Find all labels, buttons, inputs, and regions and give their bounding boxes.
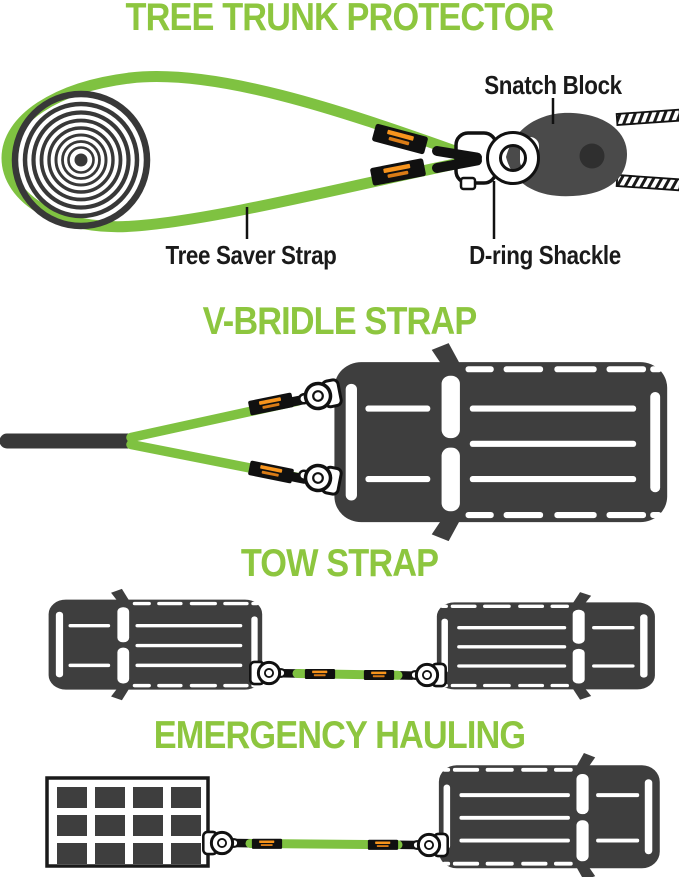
tree-log [11, 90, 151, 230]
shackle-ring [487, 132, 539, 184]
strap-brand-tag [363, 669, 395, 681]
v-bridle-illustration [0, 343, 668, 542]
winch-rope [615, 108, 679, 192]
truck-top-view [48, 588, 263, 701]
emergency-hauling-illustration [45, 753, 660, 877]
section-title-tow-strap: TOW STRAP [240, 542, 439, 585]
tow-strap-illustration [48, 588, 655, 701]
shackle-icon [248, 660, 287, 686]
strap-black-end [432, 146, 482, 163]
strap-brand-tag [251, 838, 283, 849]
section-title-emergency-hauling: EMERGENCY HAULING [153, 714, 526, 757]
shackle-ring-outline [486, 131, 540, 185]
truck-top-view [436, 592, 655, 700]
shackle-icon [409, 662, 448, 688]
tree-saver-strap-loop [1, 71, 461, 233]
label-snatch-block: Snatch Block [484, 70, 622, 100]
strap-brand-tag [304, 668, 336, 680]
d-ring-shackle [432, 131, 540, 191]
shackle-icon [201, 830, 240, 856]
shackle-icon [411, 832, 450, 858]
shackle-ring-outline [499, 144, 527, 172]
strap-brand-tag [367, 839, 399, 850]
log-core [74, 153, 88, 167]
label-d-ring-shackle: D-ring Shackle [469, 240, 621, 270]
strap-brand-tag [247, 460, 295, 484]
section-title-v-bridle-strap: V-BRIDLE STRAP [202, 300, 478, 343]
shackle-icon [295, 377, 344, 415]
truck-top-view [334, 343, 668, 542]
section-title-tree-trunk-protector: TREE TRUNK PROTECTOR [125, 0, 555, 39]
strap-black-end [432, 155, 482, 173]
tree-trunk-protector-illustration [1, 71, 679, 239]
shackle-latch [459, 176, 477, 191]
shackle-icon [295, 459, 344, 497]
strap-brand-tag [247, 392, 295, 416]
block-axle [579, 143, 605, 169]
label-tree-saver-strap: Tree Saver Strap [165, 240, 337, 270]
pallet-crates [57, 787, 201, 864]
truck-top-view [438, 753, 660, 877]
